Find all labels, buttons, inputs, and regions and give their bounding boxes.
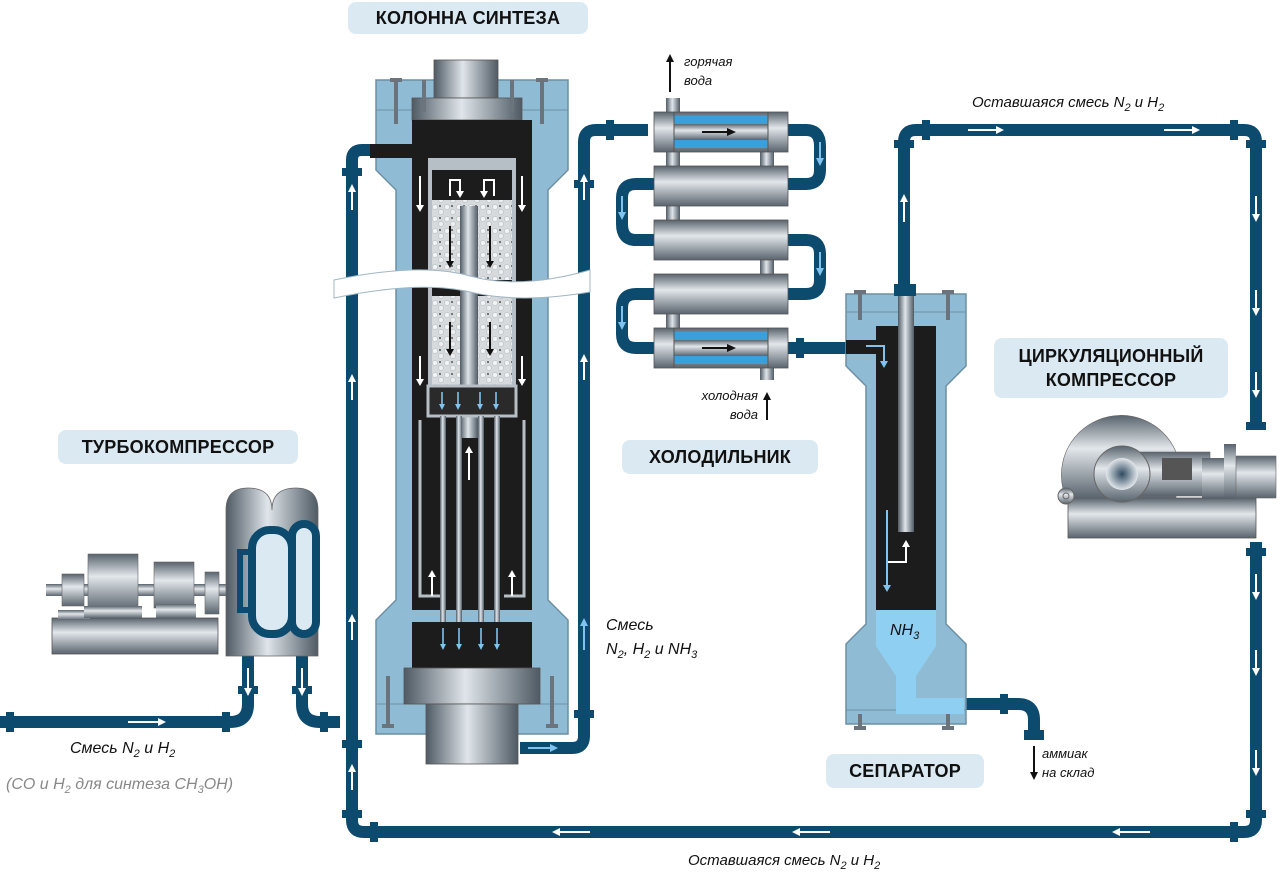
column-light-arrows bbox=[439, 392, 500, 650]
arrow-bottom-left-1 bbox=[552, 828, 590, 836]
label-circ-line1: ЦИРКУЛЯЦИОННЫЙ bbox=[1018, 346, 1204, 366]
hot-water-nozzle bbox=[666, 98, 680, 116]
pipe-cooler-bend-1 bbox=[786, 124, 826, 190]
turbo-base bbox=[51, 617, 219, 655]
pipe-cooler-bend-2 bbox=[616, 178, 654, 246]
arrow-loop-up-3 bbox=[348, 614, 356, 640]
label-circulation-compressor: ЦИРКУЛЯЦИОННЫЙ КОМПРЕССОР bbox=[994, 338, 1228, 398]
label-synthesis-column: КОЛОННА СИНТЕЗА bbox=[348, 2, 588, 34]
column-bottom-chamber bbox=[412, 622, 532, 668]
arrow-right-down-6 bbox=[1252, 750, 1260, 776]
column-bottom-nozzle bbox=[425, 703, 519, 765]
pipe-column-out bbox=[520, 124, 648, 754]
synthesis-column bbox=[333, 59, 591, 765]
pipe-cooler-bend-3 bbox=[786, 234, 826, 300]
pipe-flow-arrows bbox=[128, 126, 1260, 836]
column-bolts bbox=[382, 78, 558, 728]
arrow-top-right-2 bbox=[1164, 126, 1200, 134]
arrow-cooler-bend-1 bbox=[816, 142, 824, 166]
pipe-flow-arrows-light bbox=[528, 142, 824, 752]
circulation-compressor bbox=[1057, 415, 1277, 539]
note-product-mix: Смесь N2, H2 и NH3 bbox=[606, 617, 698, 661]
pipe-feed-in bbox=[0, 652, 254, 728]
arrow-right-down-3 bbox=[1252, 372, 1260, 398]
column-top-flange bbox=[411, 97, 523, 121]
cooler-exchanger-1 bbox=[653, 111, 789, 153]
pipe-column-top-inlet bbox=[346, 144, 378, 161]
pipe-turbo-out bbox=[296, 652, 340, 728]
label-turbocompressor: ТУРБОКОМПРЕССОР bbox=[58, 430, 298, 464]
arrow-loop-up-2 bbox=[348, 374, 356, 400]
arrow-right-down-4 bbox=[1252, 574, 1260, 600]
arrow-loop-up-1 bbox=[348, 184, 356, 210]
column-break-mark bbox=[333, 269, 591, 299]
arrow-feed-right bbox=[128, 718, 166, 726]
cooler-exchanger-5 bbox=[653, 327, 789, 369]
arrow-right-down-1 bbox=[1252, 196, 1260, 222]
hot-water-arrow bbox=[666, 54, 674, 92]
ammonia-out-arrow bbox=[1030, 746, 1038, 780]
separator-dip-tube bbox=[898, 296, 914, 532]
impeller-hub bbox=[1106, 458, 1138, 490]
arrow-top-right-1 bbox=[968, 126, 1004, 134]
arrow-column-out-up-2 bbox=[580, 354, 588, 380]
arrow-column-out-up-3 bbox=[580, 618, 588, 650]
pipe-cooler-bend-4 bbox=[616, 288, 654, 354]
arrow-column-out-up-1 bbox=[580, 174, 588, 200]
column-inner-arrows bbox=[416, 176, 526, 596]
arrow-recycle-up-1 bbox=[900, 194, 908, 222]
note-recycle-top: Оставшаяся смесь N2 и H2 bbox=[972, 94, 1165, 114]
arrow-cooler-bend-4 bbox=[618, 306, 626, 330]
arrow-right-down-2 bbox=[1252, 290, 1260, 316]
pipe-ammonia-out bbox=[962, 698, 1040, 738]
turbo-motor-1 bbox=[87, 553, 139, 611]
column-catalyst-arrows bbox=[446, 226, 494, 356]
arrow-bottom-left-3 bbox=[1112, 828, 1150, 836]
heat-exchange-tubes bbox=[440, 416, 500, 626]
arrow-turbo-down-2 bbox=[298, 668, 306, 696]
circ-base bbox=[1067, 497, 1257, 539]
cooler-exchanger-4 bbox=[653, 273, 789, 315]
note-recycle-bottom: Оставшаяся смесь N2 и H2 bbox=[688, 852, 881, 872]
turbocompressor bbox=[46, 487, 320, 657]
note-feed-mix: Смесь N2 и H2 bbox=[70, 740, 176, 760]
arrow-right-down-5 bbox=[1252, 650, 1260, 676]
note-nh3-liquid: NH3 bbox=[890, 622, 920, 642]
arrow-column-out-right bbox=[528, 744, 558, 752]
arrow-cooler-bend-2 bbox=[618, 196, 626, 220]
label-cooler: ХОЛОДИЛЬНИК bbox=[622, 440, 818, 474]
turbo-motor-2 bbox=[153, 561, 195, 609]
arrow-loop-up-4 bbox=[348, 764, 356, 790]
cooler-exchanger-3 bbox=[653, 219, 789, 261]
arrow-cooler-bend-3 bbox=[816, 252, 824, 276]
cooler bbox=[653, 54, 789, 420]
liquid-ammonia bbox=[876, 610, 964, 714]
column-bottom-flange bbox=[403, 667, 541, 705]
cold-water-arrow bbox=[763, 392, 771, 420]
central-tube bbox=[460, 206, 478, 438]
label-separator: СЕПАРАТОР bbox=[826, 754, 984, 788]
arrow-bottom-left-2 bbox=[792, 828, 830, 836]
pipe-recycle-top bbox=[898, 124, 1262, 430]
column-top-nozzle bbox=[433, 59, 499, 99]
arrow-turbo-down-1 bbox=[244, 668, 252, 696]
label-circ-line2: КОМПРЕССОР bbox=[1045, 370, 1177, 390]
separator bbox=[845, 284, 1038, 780]
note-feed-alternative: (CO и H2 для синтеза CH3OH) bbox=[6, 776, 234, 796]
cooler-exchanger-2 bbox=[653, 165, 789, 207]
